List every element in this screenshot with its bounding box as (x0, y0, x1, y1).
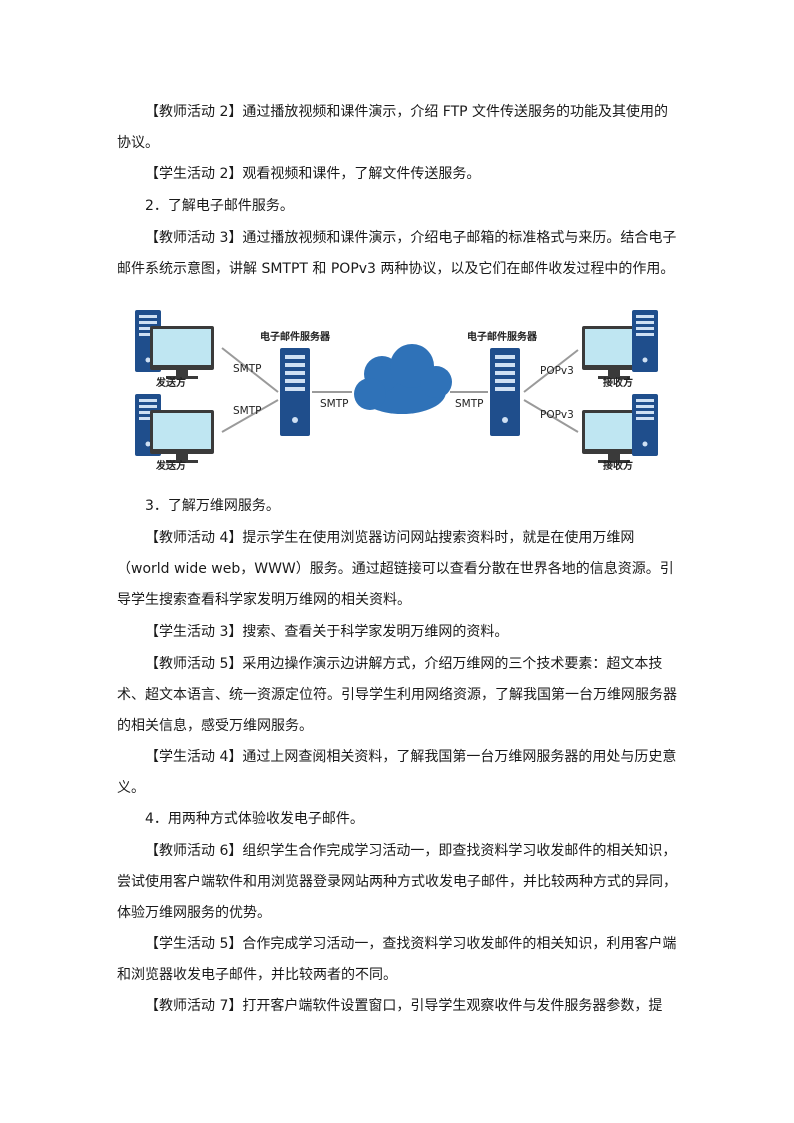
receiver-label-bottom: 接收方 (603, 459, 633, 472)
smtp-label-server-left: SMTP (320, 398, 348, 410)
server-label-right: 电子邮件服务器 (467, 330, 538, 343)
smtp-label-sender-bottom: SMTP (233, 405, 261, 417)
paragraph-student-activity-3: 【学生活动 3】搜索、查看关于科学家发明万维网的资料。 (145, 624, 509, 640)
link-sender-bottom (221, 399, 279, 433)
email-system-diagram: 发送方 发送方 SMTP SMTP 电子邮件服务器 SMTP SMTP (130, 300, 670, 480)
receiver-computer-top (582, 310, 658, 379)
paragraph-teacher-activity-5: 【教师活动 5】采用边操作演示边讲解方式，介绍万维网的三个技术要素：超文本技术、… (117, 656, 677, 734)
receiver-computer-bottom (582, 394, 658, 463)
mail-server-left (280, 348, 310, 436)
sender-label-top: 发送方 (155, 376, 186, 389)
smtp-label-sender-top: SMTP (233, 363, 261, 375)
internet-cloud (354, 344, 452, 414)
receiver-label-top: 接收方 (603, 376, 633, 389)
link-receiver-bottom (523, 399, 579, 433)
paragraph-teacher-activity-6: 【教师活动 6】组织学生合作完成学习活动一，即查找资料学习收发邮件的相关知识，尝… (117, 843, 677, 921)
paragraph-student-activity-5: 【学生活动 5】合作完成学习活动一，查找资料学习收发邮件的相关知识，利用客户端和… (117, 936, 677, 983)
section-heading-www: 3．了解万维网服务。 (145, 498, 280, 514)
link-sender-top (221, 347, 279, 393)
section-heading-email: 2．了解电子邮件服务。 (145, 198, 294, 214)
sender-computer-bottom (135, 394, 214, 463)
mail-server-right (490, 348, 520, 436)
sender-computer-top (135, 310, 214, 379)
smtp-label-server-right: SMTP (455, 398, 483, 410)
sender-label-bottom: 发送方 (155, 459, 186, 472)
paragraph-teacher-activity-4: 【教师活动 4】提示学生在使用浏览器访问网站搜索资料时，就是在使用万维网（wor… (117, 530, 674, 608)
paragraph-teacher-activity-2: 【教师活动 2】通过播放视频和课件演示，介绍 FTP 文件传送服务的功能及其使用… (117, 104, 669, 151)
link-receiver-top (523, 349, 579, 393)
server-label-left: 电子邮件服务器 (260, 330, 331, 343)
popv3-label-top: POPv3 (540, 365, 574, 377)
paragraph-student-activity-4: 【学生活动 4】通过上网查阅相关资料，了解我国第一台万维网服务器的用处与历史意义… (117, 749, 677, 796)
paragraph-teacher-activity-3: 【教师活动 3】通过播放视频和课件演示，介绍电子邮箱的标准格式与来历。结合电子邮… (117, 230, 677, 277)
section-heading-email-methods: 4．用两种方式体验收发电子邮件。 (145, 811, 364, 827)
popv3-label-bottom: POPv3 (540, 409, 574, 421)
paragraph-student-activity-2: 【学生活动 2】观看视频和课件，了解文件传送服务。 (145, 166, 481, 182)
paragraph-teacher-activity-7: 【教师活动 7】打开客户端软件设置窗口，引导学生观察收件与发件服务器参数，提 (145, 998, 663, 1014)
